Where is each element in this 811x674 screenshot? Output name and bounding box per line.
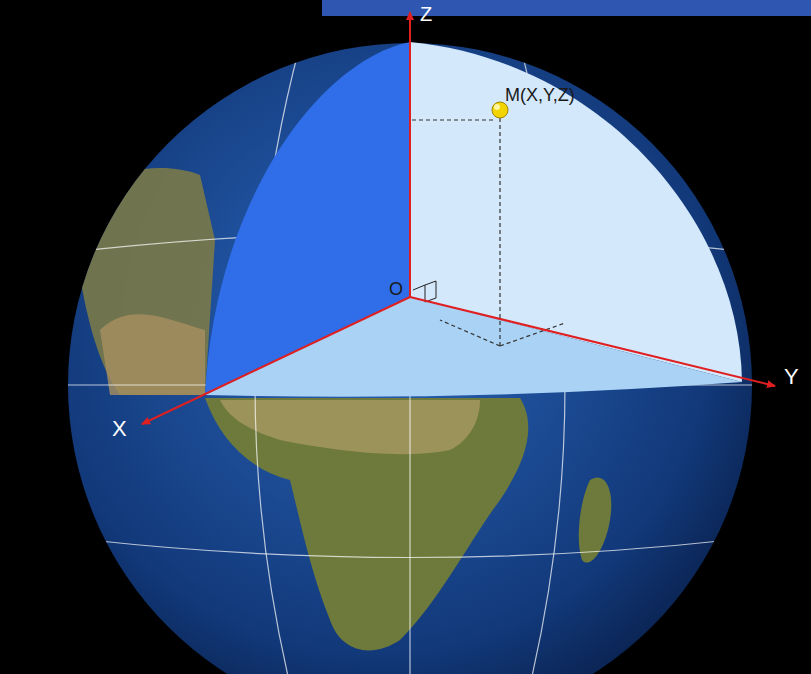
- point-m-highlight: [494, 104, 500, 110]
- top-bar: [322, 0, 811, 16]
- point-m: [492, 102, 508, 118]
- point-label: M(X,Y,Z): [505, 86, 575, 104]
- axis-label: X: [112, 418, 127, 440]
- origin-label: O: [389, 280, 403, 298]
- axes: [142, 12, 775, 424]
- axis-label: Z: [420, 4, 432, 24]
- axis-label: Y: [784, 366, 799, 388]
- projection-lines: [412, 118, 565, 346]
